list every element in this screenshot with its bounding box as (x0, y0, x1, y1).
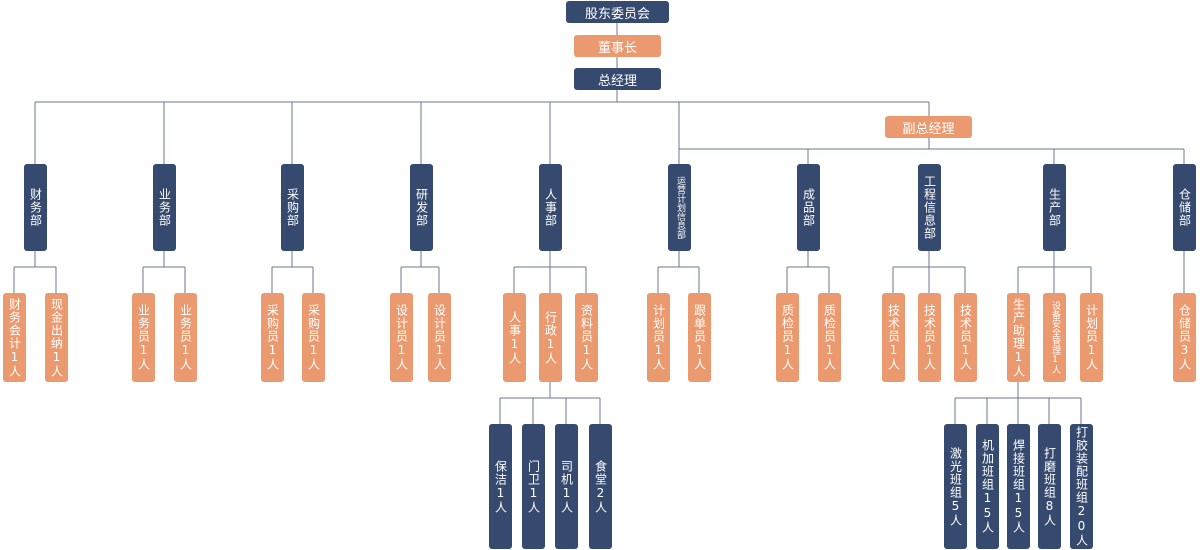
staff-node: 跟单员1人 (688, 293, 711, 382)
staff-label: 计划员1人 (651, 304, 666, 371)
department-label: 业务部 (157, 188, 172, 227)
staff-label: 生产助理1人 (1011, 297, 1026, 378)
department-finance: 财务部 (24, 164, 47, 251)
staff-label: 采购员1人 (265, 304, 280, 371)
staff-node: 财务会计1人 (3, 293, 26, 382)
staff-node: 业务员1人 (174, 293, 197, 382)
team-label: 打胶装配班组20人 (1074, 426, 1089, 547)
department-production: 生产部 (1043, 164, 1066, 251)
staff-label: 财务会计1人 (7, 297, 22, 378)
deputy-general-manager-node: 副总经理 (885, 116, 972, 138)
admin-team-node: 司机1人 (555, 424, 578, 549)
staff-label: 仓储员3人 (1177, 304, 1192, 371)
team-label: 激光班组5人 (948, 446, 963, 527)
department-hr: 人事部 (539, 164, 562, 251)
staff-label: 跟单员1人 (692, 304, 707, 371)
team-label: 焊接班组15人 (1011, 439, 1026, 534)
staff-label: 业务员1人 (136, 304, 151, 371)
staff-label: 技术员1人 (958, 304, 973, 371)
board-node: 股东委员会 (566, 1, 669, 23)
staff-label: 质检员1人 (780, 304, 795, 371)
chairman-node: 董事长 (574, 35, 661, 57)
staff-label: 设计员1人 (432, 304, 447, 371)
staff-node: 设计员1人 (390, 293, 413, 382)
production-team-node: 打胶装配班组20人 (1070, 424, 1093, 549)
department-label: 人事部 (543, 188, 558, 227)
staff-node: 技术员1人 (954, 293, 977, 382)
department-label: 研发部 (414, 188, 429, 227)
staff-label: 采购员1人 (306, 304, 321, 371)
staff-node: 资料员1人 (575, 293, 598, 382)
staff-label: 技术员1人 (886, 304, 901, 371)
staff-node: 仓储员3人 (1173, 293, 1196, 382)
staff-node: 行政1人 (539, 293, 562, 382)
team-label: 司机1人 (559, 459, 574, 514)
department-label: 运营计划信息部 (675, 176, 685, 239)
team-label: 门卫1人 (526, 459, 541, 514)
staff-label: 计划员1人 (1084, 304, 1099, 371)
team-label: 打磨班组8人 (1042, 446, 1057, 527)
staff-node: 设备安全管理1人 (1043, 293, 1066, 382)
admin-team-node: 保洁1人 (489, 424, 512, 549)
admin-team-node: 食堂2人 (589, 424, 612, 549)
staff-node: 技术员1人 (882, 293, 905, 382)
department-engineering-info: 工程信息部 (918, 164, 941, 251)
staff-node: 技术员1人 (918, 293, 941, 382)
staff-node: 采购员1人 (302, 293, 325, 382)
staff-label: 人事1人 (507, 310, 522, 365)
staff-node: 人事1人 (503, 293, 526, 382)
department-label: 生产部 (1047, 188, 1062, 227)
staff-node: 设计员1人 (428, 293, 451, 382)
department-label: 财务部 (28, 188, 43, 227)
staff-node: 质检员1人 (818, 293, 841, 382)
team-label: 保洁1人 (493, 459, 508, 514)
department-finished-goods: 成品部 (797, 164, 820, 251)
staff-label: 设备安全管理1人 (1050, 301, 1060, 374)
department-label: 仓储部 (1177, 188, 1192, 227)
department-purchasing: 采购部 (281, 164, 304, 251)
department-operations-planning: 运营计划信息部 (668, 164, 691, 251)
production-team-node: 机加班组15人 (976, 424, 999, 549)
department-rnd: 研发部 (410, 164, 433, 251)
staff-node: 业务员1人 (132, 293, 155, 382)
staff-node: 计划员1人 (647, 293, 670, 382)
department-warehouse: 仓储部 (1173, 164, 1196, 251)
staff-label: 资料员1人 (579, 304, 594, 371)
admin-team-node: 门卫1人 (522, 424, 545, 549)
staff-node: 质检员1人 (776, 293, 799, 382)
department-label: 成品部 (801, 188, 816, 227)
staff-node: 采购员1人 (261, 293, 284, 382)
department-label: 采购部 (285, 188, 300, 227)
staff-label: 行政1人 (543, 310, 558, 365)
staff-label: 质检员1人 (822, 304, 837, 371)
staff-node: 计划员1人 (1080, 293, 1103, 382)
staff-label: 技术员1人 (922, 304, 937, 371)
team-label: 机加班组15人 (980, 439, 995, 534)
department-label: 工程信息部 (922, 175, 937, 240)
production-team-node: 打磨班组8人 (1038, 424, 1061, 549)
staff-node: 现金出纳1人 (45, 293, 68, 382)
staff-label: 现金出纳1人 (49, 297, 64, 378)
production-team-node: 激光班组5人 (944, 424, 967, 549)
staff-label: 业务员1人 (178, 304, 193, 371)
staff-label: 设计员1人 (394, 304, 409, 371)
production-team-node: 焊接班组15人 (1007, 424, 1030, 549)
general-manager-node: 总经理 (574, 68, 661, 90)
department-sales: 业务部 (153, 164, 176, 251)
team-label: 食堂2人 (593, 459, 608, 514)
staff-node: 生产助理1人 (1007, 293, 1030, 382)
